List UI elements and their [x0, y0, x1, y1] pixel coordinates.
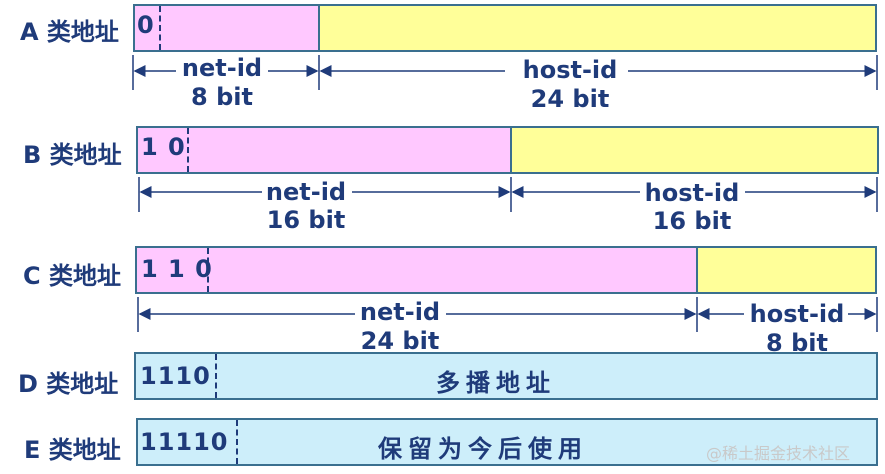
class-a-prefix-divider — [159, 6, 161, 50]
class-e-description: 保留为今后使用 — [378, 435, 588, 463]
class-c-net-id: net-id — [359, 298, 441, 326]
class-a-host-bits: 24 bit — [530, 85, 610, 113]
class-e-prefix-divider — [236, 420, 238, 464]
class-b-net-segment — [136, 126, 512, 174]
class-b-prefix: 1 0 — [141, 133, 186, 161]
class-b-host-id: host-id — [644, 179, 740, 207]
class-a-net-id: net-id — [181, 54, 263, 82]
class-b-host-bits: 16 bit — [652, 207, 732, 235]
class-d-prefix: 1110 — [140, 362, 211, 390]
class-a-label: A 类地址 — [20, 18, 119, 46]
class-c-prefix-divider — [207, 248, 209, 292]
class-b-label: B 类地址 — [23, 141, 122, 169]
class-a-host-segment — [318, 4, 877, 52]
class-b-prefix-divider — [187, 128, 189, 172]
class-d-description: 多播地址 — [436, 369, 556, 397]
class-b-net-bits: 16 bit — [266, 206, 346, 234]
class-a-net-bits: 8 bit — [191, 83, 253, 111]
class-b-net-id: net-id — [265, 178, 347, 206]
class-e-prefix: 11110 — [140, 428, 229, 456]
class-a-host-id: host-id — [522, 56, 618, 84]
class-c-net-segment — [135, 246, 698, 294]
class-c-host-segment — [696, 246, 877, 294]
class-d-label: D 类地址 — [18, 370, 119, 398]
class-e-segment — [136, 418, 878, 466]
class-d-segment — [134, 352, 878, 400]
class-c-label: C 类地址 — [23, 262, 121, 290]
class-a-net-segment — [133, 4, 320, 52]
watermark: @稀土掘金技术社区 — [706, 444, 851, 463]
class-b-host-segment — [510, 126, 879, 174]
class-c-prefix: 1 1 0 — [141, 255, 213, 283]
class-d-prefix-divider — [215, 354, 217, 398]
class-e-label: E 类地址 — [24, 436, 121, 464]
class-c-host-id: host-id — [749, 300, 845, 328]
class-a-prefix: 0 — [137, 11, 155, 39]
class-c-net-bits: 24 bit — [360, 327, 440, 355]
